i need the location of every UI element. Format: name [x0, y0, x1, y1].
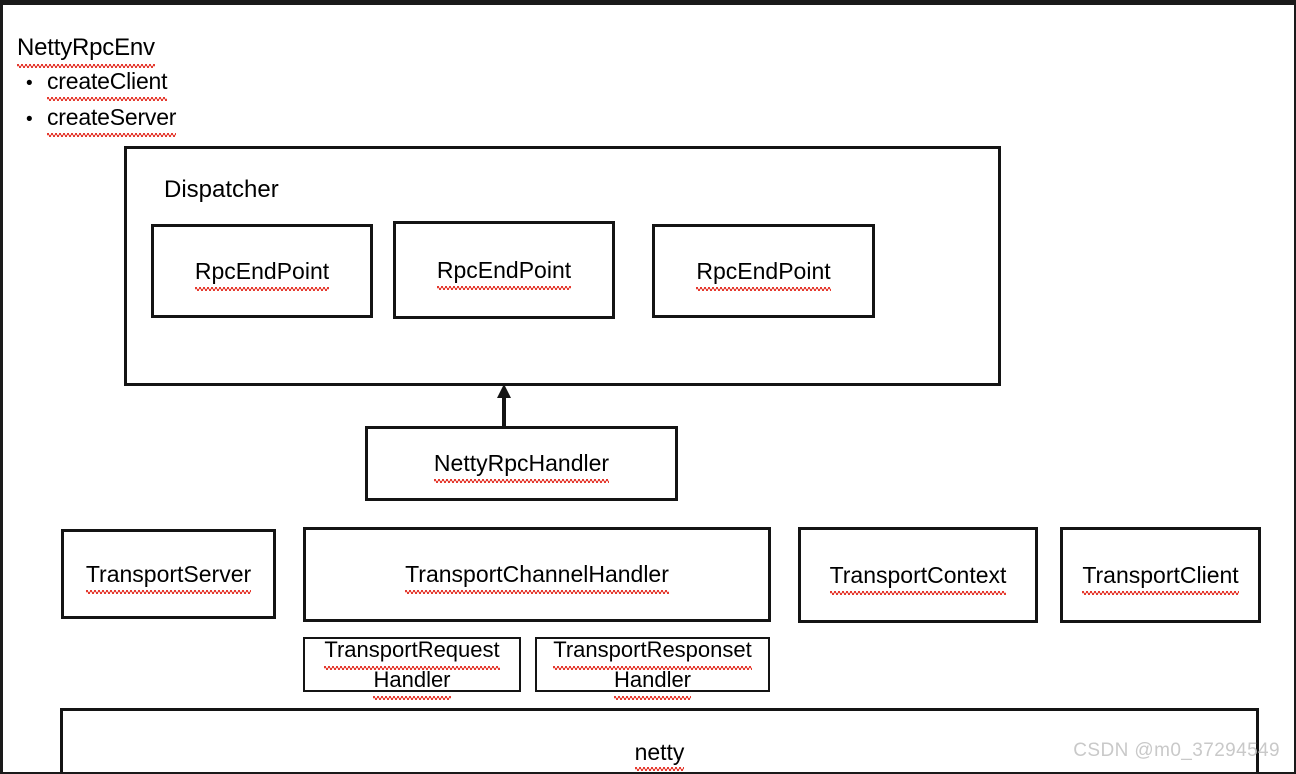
- header-block: NettyRpcEnv • createClient • createServe…: [17, 33, 437, 137]
- transport-response-handler-label: TransportResponset Handler: [553, 635, 752, 700]
- bullet-marker-icon: •: [26, 109, 33, 130]
- rpc-endpoint-box-2: RpcEndPoint: [393, 221, 615, 319]
- transport-channel-handler-label: TransportChannelHandler: [405, 561, 669, 594]
- netty-rpc-handler-box: NettyRpcHandler: [365, 426, 678, 501]
- bullet-marker-icon: •: [26, 73, 33, 94]
- rpc-endpoint-label: RpcEndPoint: [194, 257, 330, 291]
- transport-response-handler-line1: TransportResponset: [553, 635, 752, 670]
- bullet-item-create-server: • createServer: [17, 102, 437, 137]
- page-title-text: NettyRpcEnv: [17, 34, 155, 68]
- transport-client-box: TransportClient: [1060, 527, 1261, 623]
- arrow-up-icon: [497, 384, 511, 429]
- bullet-item-create-client: • createClient: [17, 66, 437, 101]
- csdn-watermark: CSDN @m0_37294549: [1073, 740, 1280, 761]
- rpc-endpoint-label: RpcEndPoint: [436, 256, 572, 290]
- netty-box: netty: [60, 708, 1259, 772]
- netty-label: netty: [634, 739, 685, 771]
- netty-rpc-handler-label: NettyRpcHandler: [433, 450, 610, 483]
- bullet-label-create-server: createServer: [47, 104, 177, 137]
- rpc-endpoint-box-1: RpcEndPoint: [151, 224, 373, 318]
- transport-server-box: TransportServer: [61, 529, 276, 619]
- transport-response-handler-box: TransportResponset Handler: [535, 635, 770, 700]
- rpc-endpoint-label: RpcEndPoint: [696, 257, 831, 291]
- transport-context-box: TransportContext: [798, 527, 1038, 623]
- transport-request-handler-label: TransportRequest Handler: [324, 635, 500, 700]
- transport-channel-handler-box: TransportChannelHandler: [303, 527, 771, 622]
- transport-context-label: TransportContext: [829, 561, 1007, 595]
- rpc-endpoint-box-3: RpcEndPoint: [652, 224, 875, 318]
- transport-client-label: TransportClient: [1082, 561, 1240, 595]
- transport-response-handler-line2: Handler: [613, 665, 692, 700]
- bullet-label-create-client: createClient: [47, 68, 168, 101]
- transport-request-handler-line1: TransportRequest: [324, 635, 500, 670]
- transport-request-handler-box: TransportRequest Handler: [303, 635, 521, 700]
- dispatcher-title: Dispatcher: [164, 176, 279, 203]
- page-title: NettyRpcEnv: [17, 33, 437, 68]
- transport-request-handler-line2: Handler: [373, 665, 451, 700]
- transport-server-label: TransportServer: [85, 560, 252, 594]
